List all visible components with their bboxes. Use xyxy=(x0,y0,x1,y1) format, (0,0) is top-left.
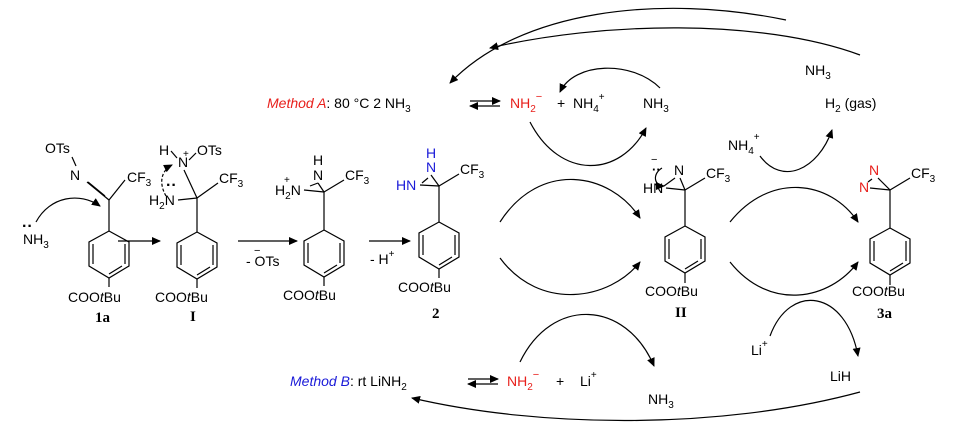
svg-text:CF3: CF3 xyxy=(460,161,485,181)
svg-text:H: H xyxy=(426,145,436,161)
method-a-label: Method A xyxy=(267,95,326,111)
compound-I: H N + OTs CF3 H2N ·· COOtBu I xyxy=(149,142,244,325)
svg-text:N: N xyxy=(674,162,684,178)
deprotonation-arrow-B xyxy=(499,257,641,296)
compound-protonated-diaziridine: H N H2N + CF3 COOtBu xyxy=(275,152,370,303)
method-a-line: Method A: 80 °C 2 NH3 NH2− + NH4+ NH3 xyxy=(267,91,669,115)
label-2: 2 xyxy=(432,306,440,322)
svg-text:N: N xyxy=(313,167,323,183)
lone-pair-dots: ·· xyxy=(166,177,177,194)
svg-text:CF3: CF3 xyxy=(219,170,244,190)
recycle-arrow-top xyxy=(449,7,787,84)
svg-text:N: N xyxy=(869,162,879,178)
svg-text:H2N: H2N xyxy=(149,192,175,212)
oxidation-arrow-B xyxy=(729,261,859,296)
aryl-ring-3a xyxy=(869,190,911,285)
svg-text:N: N xyxy=(178,154,188,170)
method-b-line: Method B: rt LiNH2 NH2− + Li+ NH3 xyxy=(290,369,674,411)
label-I: I xyxy=(190,309,196,325)
aryl-ring-1a xyxy=(88,200,130,287)
aryl-ring-II xyxy=(664,190,706,283)
hydrogen-gas: H2 (gas) xyxy=(825,95,876,115)
svg-text:−: − xyxy=(254,245,260,257)
ammonium-right: NH4+ xyxy=(728,132,760,157)
svg-text:CF3: CF3 xyxy=(911,165,936,185)
compound-1a: OTs N CF3 NH3 ·· COOtBu 1a xyxy=(22,140,152,326)
method-b-label: Method B xyxy=(290,373,350,389)
svg-text:+: + xyxy=(557,95,565,111)
lithium-hydride: LiH xyxy=(830,368,851,384)
svg-text:H2N: H2N xyxy=(275,182,301,202)
amide-in-arrow-B xyxy=(519,313,655,367)
svg-text:HN: HN xyxy=(643,180,663,196)
ots-group: OTs xyxy=(45,140,70,156)
ammonium-to-h2-arrow xyxy=(759,129,834,173)
recycle-arrow-bottom xyxy=(411,391,861,422)
amide-in-arrow-A xyxy=(529,121,647,167)
svg-text:OTs: OTs xyxy=(197,142,222,158)
svg-text:COOtBu: COOtBu xyxy=(155,289,208,305)
nh3-cycle-top: NH3 xyxy=(643,95,669,115)
svg-text:+: + xyxy=(183,149,189,160)
lone-pair-dots: ·· xyxy=(22,218,33,235)
svg-text:Method B: rt LiNH2: Method B: rt LiNH2 xyxy=(290,373,407,393)
compound-3a: N N CF3 COOtBu 3a xyxy=(852,162,936,322)
ester-group-1a: COOtBu xyxy=(68,289,121,305)
svg-text:+: + xyxy=(556,373,564,389)
li-to-lih-arrow xyxy=(769,299,861,357)
svg-text:CF3: CF3 xyxy=(345,167,370,187)
svg-text:COOtBu: COOtBu xyxy=(283,287,336,303)
svg-text:COOtBu: COOtBu xyxy=(398,279,451,295)
label-1a: 1a xyxy=(95,310,111,326)
svg-text:NH2−: NH2− xyxy=(507,369,539,393)
attack-arrow xyxy=(35,197,101,223)
svg-text:NH4+: NH4+ xyxy=(573,92,605,115)
svg-text:NH2−: NH2− xyxy=(510,91,542,115)
oxime-nitrogen: N xyxy=(70,167,80,183)
svg-text:CF3: CF3 xyxy=(127,169,152,189)
leaving-group-label: - OTs xyxy=(246,253,279,269)
aryl-ring-2 xyxy=(418,186,460,278)
nh3-cycle-bottom: NH3 xyxy=(648,391,674,411)
compound-2: H N HN CF3 COOtBu 2 xyxy=(396,145,485,322)
oxidation-arrow-A xyxy=(729,186,859,223)
svg-text:CF3: CF3 xyxy=(706,165,731,185)
aryl-ring-int xyxy=(303,192,345,286)
svg-text:COOtBu: COOtBu xyxy=(645,283,698,299)
deprotonation-arrow-A xyxy=(499,178,641,223)
lithium-ion-right: Li+ xyxy=(751,339,768,358)
label-3a: 3a xyxy=(877,306,893,322)
svg-text:+: + xyxy=(284,175,290,186)
svg-text:Method A: 80 °C 2 NH3: Method A: 80 °C 2 NH3 xyxy=(267,95,411,115)
deprotonation-label: - H+ xyxy=(370,249,395,267)
svg-text:H: H xyxy=(313,152,323,168)
aryl-ring-I xyxy=(176,198,218,288)
nh3-to-amide-arrow xyxy=(559,67,661,93)
svg-text:HN: HN xyxy=(396,177,416,193)
compound-II: N − ·· HN CF3 COOtBu II xyxy=(643,154,731,321)
ammonia-nucleophile: NH3 xyxy=(23,231,49,251)
svg-text:N: N xyxy=(859,179,869,195)
svg-text:··: ·· xyxy=(652,162,661,177)
nh3-top-right: NH3 xyxy=(805,62,831,82)
svg-text:N: N xyxy=(426,159,436,175)
svg-text:Li+: Li+ xyxy=(580,370,597,389)
nh3-return-arrow xyxy=(489,27,861,56)
svg-text:H: H xyxy=(159,142,169,158)
label-II: II xyxy=(675,305,687,321)
svg-text:−: − xyxy=(651,154,657,166)
svg-text:COOtBu: COOtBu xyxy=(852,283,905,299)
